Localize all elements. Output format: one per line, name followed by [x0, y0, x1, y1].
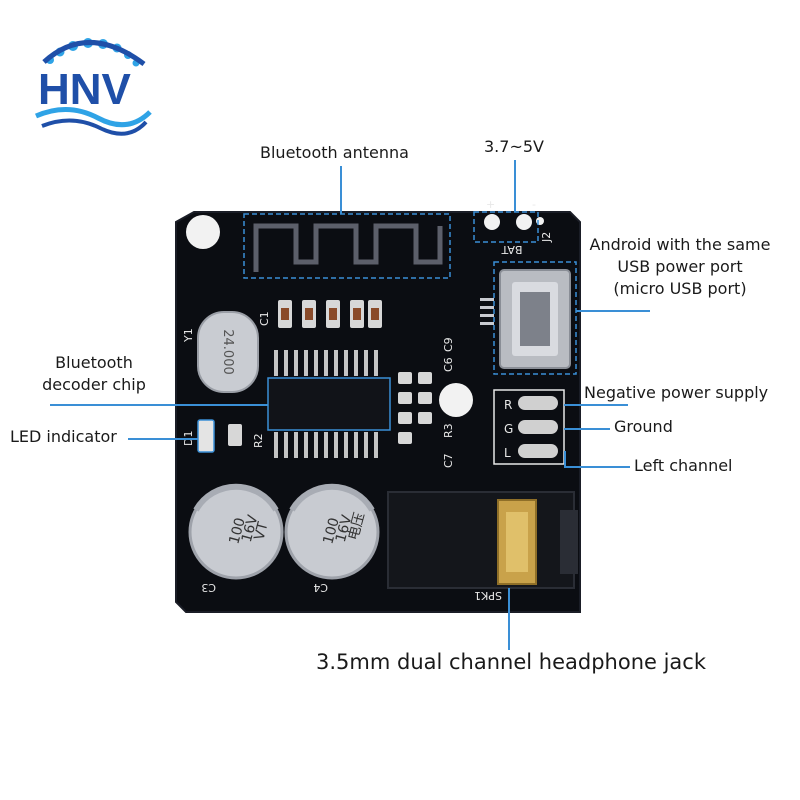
- svg-text:G: G: [504, 422, 513, 436]
- svg-text:VT: VT: [251, 520, 271, 542]
- electrolytic-capacitor-right: 100 16V 电压: [284, 483, 380, 580]
- leader-usb: [576, 310, 650, 312]
- label-usb-line3: (micro USB port): [613, 279, 747, 298]
- svg-text:C1: C1: [258, 311, 271, 326]
- label-chip-line1: Bluetooth: [55, 353, 133, 372]
- leader-led: [128, 438, 198, 440]
- svg-text:16V: 16V: [239, 513, 262, 544]
- svg-text:R2: R2: [252, 433, 265, 448]
- rgl-pads: R G L: [493, 389, 565, 465]
- svg-text:C6: C6: [442, 357, 455, 372]
- mounting-hole: [186, 215, 220, 249]
- svg-text:BAT: BAT: [501, 243, 522, 256]
- leader-voltage: [514, 160, 516, 212]
- crystal-oscillator: [197, 311, 259, 393]
- label-usb-line2: USB power port: [617, 257, 743, 276]
- svg-text:J2: J2: [540, 232, 553, 243]
- svg-text:C9: C9: [442, 337, 455, 352]
- label-left-channel: Left channel: [634, 456, 733, 475]
- svg-text:100: 100: [226, 516, 248, 546]
- svg-text:L: L: [504, 446, 511, 460]
- leader-chip: [50, 404, 268, 406]
- label-decoder-chip: Bluetooth decoder chip: [24, 352, 164, 396]
- svg-text:C7: C7: [442, 453, 455, 468]
- silkscreen-labels: C1 Y1 D1 R2 R3 C9 C6 C7 J2 C3 C4 SPK1 + …: [182, 198, 553, 602]
- label-usb-line1: Android with the same: [589, 235, 771, 254]
- leader-left-h: [564, 466, 630, 468]
- svg-text:100: 100: [320, 516, 342, 546]
- svg-text:C4: C4: [313, 581, 328, 594]
- mounting-hole: [439, 383, 473, 417]
- label-voltage: 3.7~5V: [484, 137, 544, 156]
- decoder-chip: [267, 377, 391, 431]
- svg-text:R3: R3: [442, 423, 455, 438]
- svg-text:R: R: [504, 398, 512, 412]
- svg-text:C3: C3: [201, 581, 216, 594]
- label-negative-power: Negative power supply: [584, 383, 769, 402]
- leader-ground: [564, 428, 610, 430]
- headphone-jack: [387, 491, 578, 589]
- led-indicator: [197, 419, 215, 453]
- crystal-marking: 24.000: [220, 329, 235, 375]
- svg-text:-: -: [532, 198, 536, 211]
- label-chip-line2: decoder chip: [42, 375, 146, 394]
- svg-text:电压: 电压: [345, 511, 368, 542]
- svg-text:Y1: Y1: [182, 328, 195, 343]
- label-ground: Ground: [614, 417, 673, 436]
- antenna-highlight: [243, 213, 451, 279]
- antenna-trace: [253, 223, 443, 272]
- leader-left-v: [564, 451, 566, 467]
- svg-text:+: +: [486, 198, 495, 211]
- logo-text: HNV: [38, 65, 132, 114]
- electrolytic-capacitor-left: 100 16V VT: [188, 483, 284, 580]
- svg-text:16V: 16V: [333, 513, 356, 544]
- leader-antenna: [340, 166, 342, 214]
- svg-text:SPK1: SPK1: [474, 589, 502, 602]
- label-headphone-jack: 3.5mm dual channel headphone jack: [316, 650, 707, 674]
- label-bluetooth-antenna: Bluetooth antenna: [260, 143, 409, 162]
- label-usb-port: Android with the same USB power port (mi…: [578, 234, 782, 300]
- hnv-logo: HNV: [28, 30, 158, 144]
- leader-negative: [564, 404, 628, 406]
- leader-jack: [508, 588, 510, 650]
- label-led-indicator: LED indicator: [10, 427, 117, 446]
